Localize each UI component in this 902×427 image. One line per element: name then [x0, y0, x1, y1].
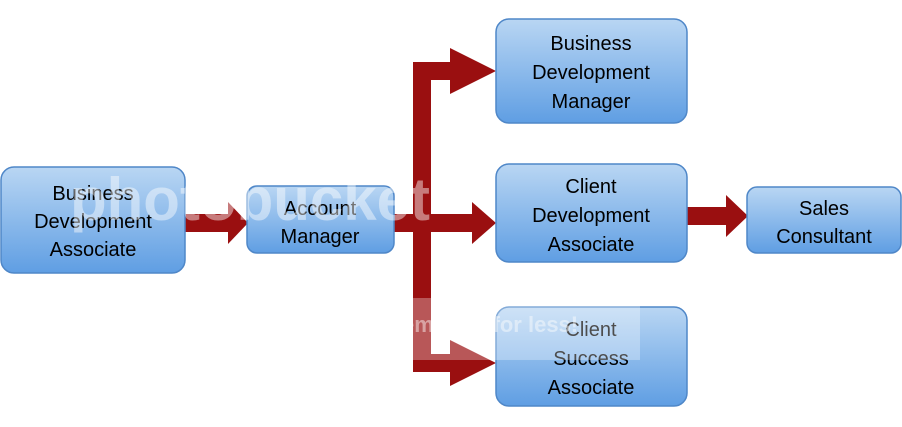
node-label-line: Associate [548, 234, 635, 256]
node-label-line: Success [553, 348, 629, 370]
arrow-shaft-bda-am [185, 214, 230, 232]
node-label-line: Associate [50, 239, 137, 261]
arrow-head-cda [472, 202, 496, 244]
node-label-line: Manager [281, 226, 360, 248]
node-label-line: Business [52, 183, 133, 205]
arrow-shaft-cda [413, 214, 473, 232]
node-label-line: Associate [548, 377, 635, 399]
watermark-banner [400, 298, 640, 360]
watermark-brand: photobucket [70, 166, 430, 233]
arrow-head-cda-sc [726, 195, 748, 237]
node-label-line: Development [532, 205, 650, 227]
node-label-line: Client [565, 176, 617, 198]
node-label-line: Account [284, 198, 357, 220]
node-label-line: Development [532, 62, 650, 84]
node-label-line: Manager [552, 91, 631, 113]
node-label-line: Sales [799, 198, 849, 220]
node-label-line: Consultant [776, 226, 872, 248]
arrow-head-bda-am [228, 202, 248, 244]
watermark-tagline: Protect more of your memories for less! [160, 312, 578, 337]
node-business-development-manager: Business Development Manager [495, 18, 688, 124]
arrow-head-csa [450, 340, 496, 386]
arrow-shaft-bdm [413, 62, 453, 80]
node-client-success-associate: Client Success Associate [495, 306, 688, 407]
node-label-line: Development [34, 211, 152, 233]
node-business-development-associate: Business Development Associate [0, 166, 186, 274]
node-label-line: Client [565, 319, 617, 341]
node-account-manager: Account Manager [246, 185, 395, 254]
watermark: photobucket Protect more of your memorie… [70, 166, 640, 360]
node-client-development-associate: Client Development Associate [495, 163, 688, 263]
arrow-head-bdm [450, 48, 496, 94]
node-sales-consultant: Sales Consultant [746, 186, 902, 254]
connectors [185, 48, 748, 386]
arrow-shaft-cda-sc [686, 207, 728, 225]
node-label-line: Business [550, 33, 631, 55]
arrow-shaft-csa [413, 354, 453, 372]
